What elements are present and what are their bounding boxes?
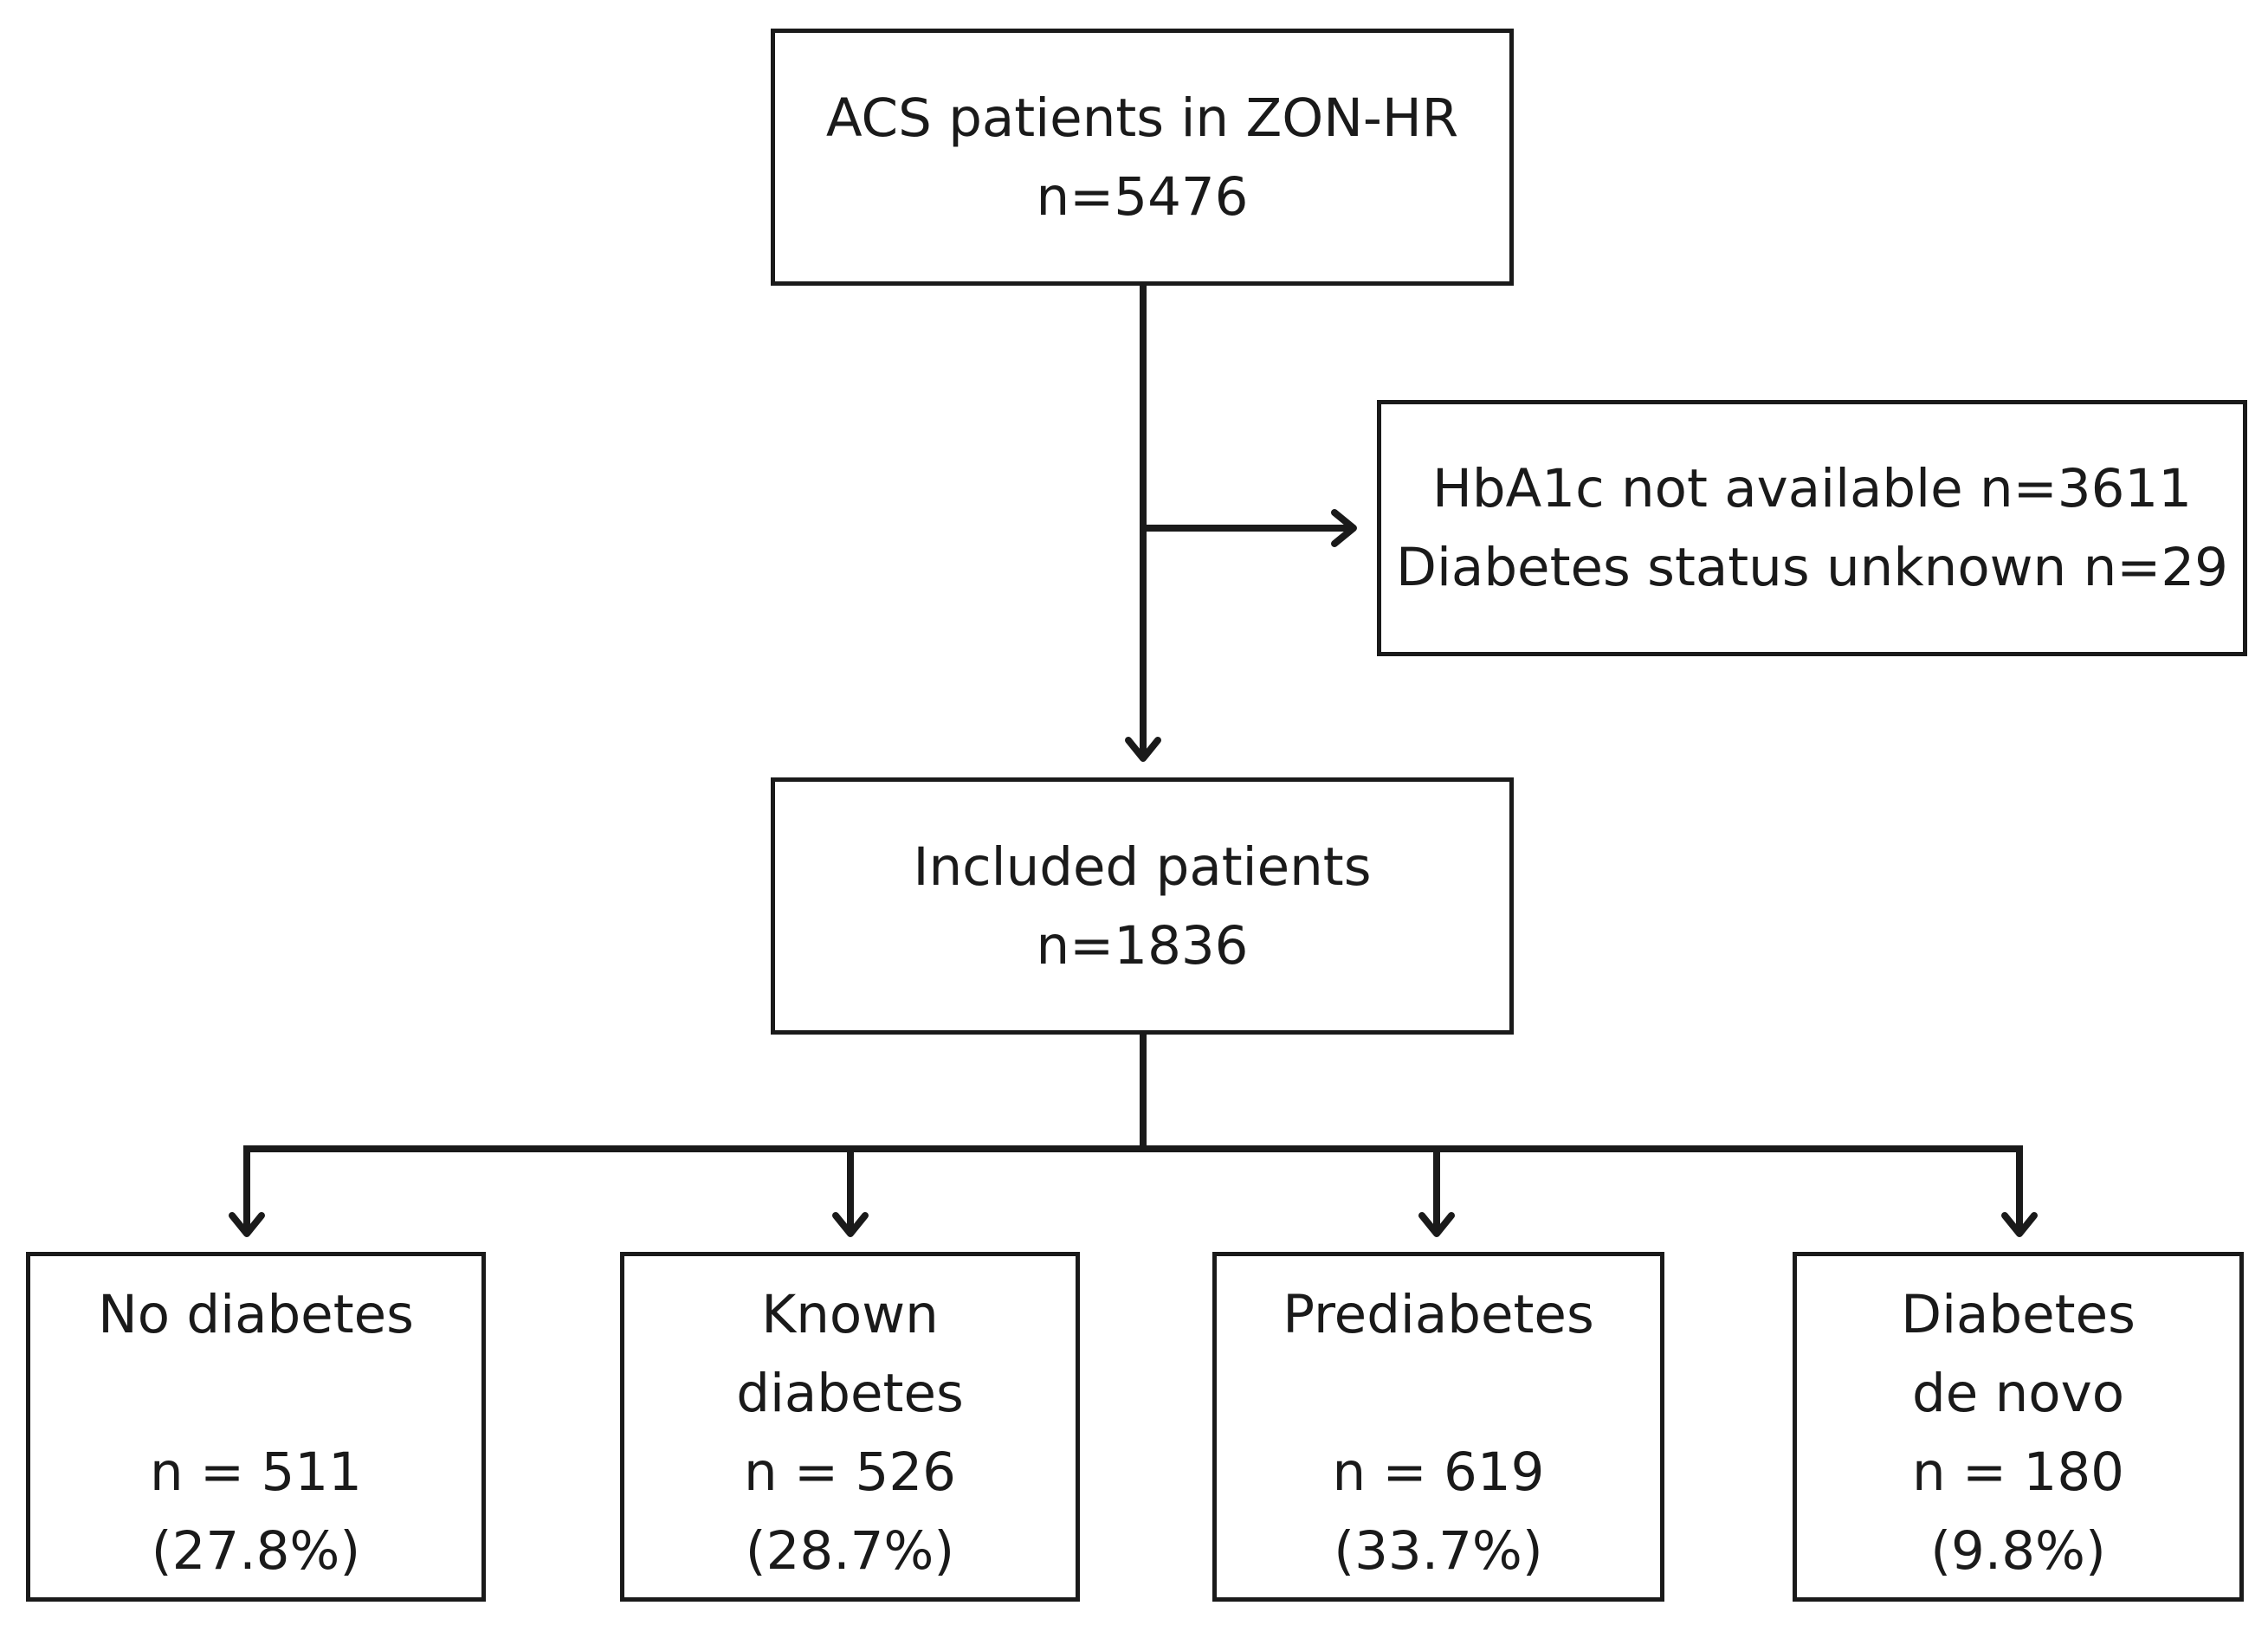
arrowhead-no-diabetes [229, 1212, 265, 1237]
group-box-prediabetes: Prediabetes n = 619 (33.7%) [1212, 1252, 1664, 1602]
source-population-box: ACS patients in ZON-HR n=5476 [771, 29, 1514, 286]
source-population-count: n=5476 [1036, 165, 1249, 228]
exclusion-diabetes-status-line: Diabetes status unknown n=29 [1396, 537, 2228, 598]
exclusion-hba1c-line: HbA1c not available n=3611 [1431, 458, 2193, 519]
group-box-diabetes-de-novo: Diabetes de novo n = 180 (9.8%) [1793, 1252, 2244, 1602]
included-patients-count: n=1836 [1036, 914, 1249, 977]
exclusion-arrowhead [1331, 509, 1357, 547]
exclusion-box: HbA1c not available n=3611 Diabetes stat… [1377, 400, 2247, 656]
group-count: n = 180 [1912, 1441, 2124, 1503]
group-label-line2 [1430, 1354, 1446, 1433]
included-arrowhead [1125, 737, 1161, 762]
group-label-line2: de novo [1911, 1363, 2125, 1424]
group-label-line1: Prediabetes [1283, 1284, 1594, 1345]
group-percentage: (28.7%) [745, 1520, 955, 1582]
arrowhead-diabetes-de-novo [2001, 1212, 2038, 1237]
group-label-line1: No diabetes [98, 1284, 414, 1345]
group-box-known-diabetes: Known diabetes n = 526 (28.7%) [620, 1252, 1080, 1602]
arrowhead-prediabetes [1418, 1212, 1455, 1237]
included-patients-box: Included patients n=1836 [771, 777, 1514, 1035]
group-box-no-diabetes: No diabetes n = 511 (27.8%) [26, 1252, 486, 1602]
group-count: n = 511 [150, 1441, 362, 1503]
group-label-line2 [248, 1354, 264, 1433]
group-percentage: (27.8%) [151, 1520, 361, 1582]
arrowhead-known-diabetes [832, 1212, 869, 1237]
group-label-line2: diabetes [736, 1363, 964, 1424]
source-population-label: ACS patients in ZON-HR [825, 87, 1459, 149]
group-count: n = 526 [744, 1441, 956, 1503]
group-percentage: (33.7%) [1334, 1520, 1543, 1582]
included-patients-label: Included patients [913, 835, 1372, 898]
group-label-line1: Known [761, 1284, 939, 1345]
group-percentage: (9.8%) [1930, 1520, 2106, 1582]
group-label-line1: Diabetes [1901, 1284, 2136, 1345]
group-count: n = 619 [1332, 1441, 1545, 1503]
